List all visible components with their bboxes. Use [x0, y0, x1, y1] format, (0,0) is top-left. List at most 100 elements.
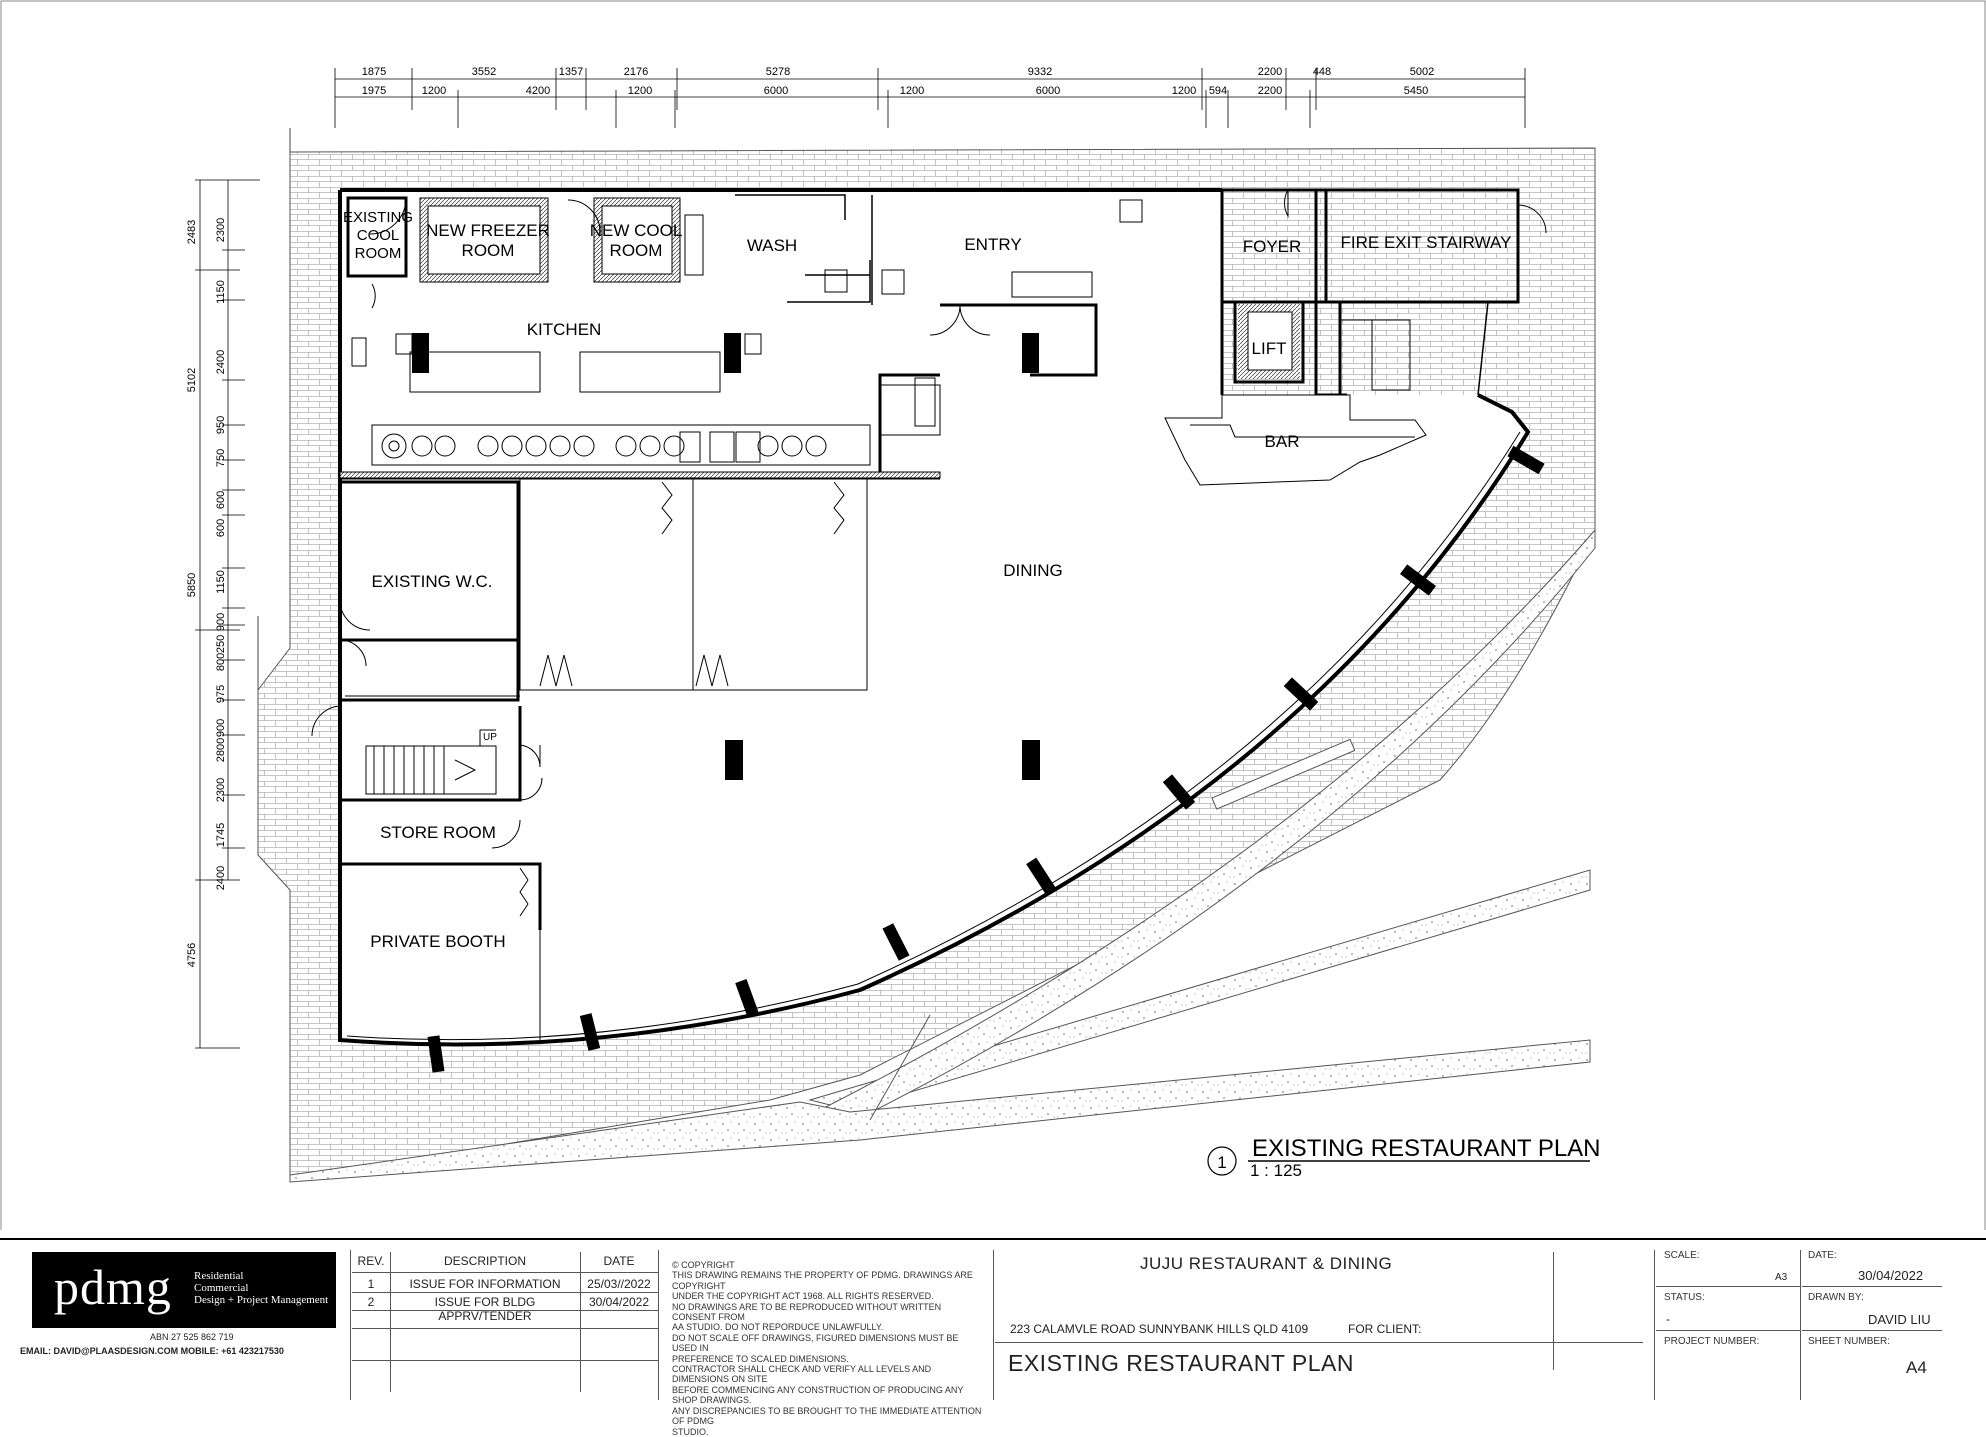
- company-logo: pdmg Residential Commercial Design + Pro…: [32, 1252, 336, 1328]
- room-label-dining: DINING: [1003, 561, 1063, 580]
- dim-top-inner: 6000: [1036, 85, 1060, 97]
- dim-left-inner: 600: [215, 519, 227, 537]
- dim-left-inner: 250: [215, 635, 227, 653]
- room-label-fire-exit-stairway: FIRE EXIT STAIRWAY: [1341, 233, 1512, 252]
- dim-left-inner: 800: [215, 653, 227, 671]
- dim-left-inner: 2400: [215, 350, 227, 374]
- dim-top-inner: 1200: [900, 85, 924, 97]
- dim-top-inner: 2200: [1258, 85, 1282, 97]
- dim-left-inner: 900: [215, 719, 227, 737]
- room-label-wash: WASH: [747, 236, 797, 255]
- room-label-bar: BAR: [1265, 432, 1300, 451]
- room-label-lift: LIFT: [1252, 339, 1287, 358]
- rev-header: REV.: [357, 1254, 385, 1268]
- dim-left-inner: 2300: [215, 778, 227, 802]
- dim-left-outer: 5850: [186, 573, 198, 597]
- dim-top-inner: 1200: [422, 85, 446, 97]
- dim-top-outer: 448: [1313, 66, 1331, 78]
- logo-wordmark: pdmg: [54, 1259, 172, 1315]
- dim-top-outer: 1357: [559, 66, 583, 78]
- dim-top-inner: 6000: [764, 85, 788, 97]
- status-value: -: [1666, 1312, 1670, 1326]
- existing-cool-room: [346, 196, 408, 278]
- date-value: 30/04/2022: [1858, 1268, 1924, 1283]
- drawing-title: EXISTING RESTAURANT PLAN: [1252, 1135, 1601, 1162]
- revision-description: ISSUE FOR BLDG APPRV/TENDER: [434, 1295, 536, 1323]
- room-label-store-room: STORE ROOM: [380, 823, 496, 842]
- dim-left-inner: 2300: [215, 218, 227, 242]
- concrete-strip: [808, 869, 1591, 1111]
- dim-top-outer: 2176: [624, 66, 648, 78]
- title-block: pdmg Residential Commercial Design + Pro…: [0, 1238, 1986, 1437]
- lift-car: [1247, 311, 1293, 371]
- drawing-scale: 1 : 125: [1250, 1161, 1302, 1180]
- scale-label: SCALE:: [1664, 1250, 1700, 1261]
- status-label: STATUS:: [1664, 1292, 1705, 1303]
- drawing-number-bubble: [1207, 1146, 1237, 1176]
- dim-top-inner: 5450: [1404, 85, 1428, 97]
- logo-tagline: Residential Commercial Design + Project …: [194, 1270, 329, 1306]
- dim-top-inner: 594: [1209, 85, 1227, 97]
- dimensions-left: [195, 179, 260, 1049]
- floor-plan: 1875 3552 1357 2176 5278 9332 2200 448 5…: [0, 0, 1986, 1230]
- dim-left-outer: 4756: [186, 943, 198, 967]
- sheet-number-label: SHEET NUMBER:: [1808, 1336, 1891, 1347]
- room-label-kitchen: KITCHEN: [527, 320, 602, 339]
- dim-left-inner: 950: [215, 416, 227, 434]
- room-label-foyer: FOYER: [1243, 237, 1302, 256]
- abn: ABN 27 525 862 719: [150, 1332, 234, 1342]
- drawn-by-label: DRAWN BY:: [1808, 1292, 1864, 1303]
- dim-top-inner: 1975: [362, 85, 386, 97]
- facade-columns: [427, 445, 1545, 1073]
- drawing-number: 1: [1217, 1153, 1226, 1172]
- revision-number: 1: [367, 1277, 375, 1291]
- dim-left-outer: 2483: [186, 220, 198, 244]
- drawn-by-value: DAVID LIU: [1868, 1312, 1931, 1327]
- revision-date: 30/04/2022: [588, 1295, 650, 1309]
- project-address: 223 CALAMVLE ROAD SUNNYBANK HILLS QLD 41…: [1010, 1322, 1309, 1336]
- dim-left-inner: 975: [215, 685, 227, 703]
- dim-top-outer: 9332: [1028, 66, 1052, 78]
- project-number-label: PROJECT NUMBER:: [1664, 1336, 1760, 1347]
- dim-left-inner: 1150: [215, 280, 227, 304]
- sheet-border: [0, 0, 1986, 1230]
- dim-top-inner: 4200: [526, 85, 550, 97]
- scale-value: A3: [1775, 1272, 1788, 1283]
- sheet-number-value: A4: [1906, 1358, 1927, 1377]
- dimensions-top: [334, 68, 1526, 128]
- project-name: JUJU RESTAURANT & DINING: [1140, 1254, 1393, 1273]
- dim-top-outer: 3552: [472, 66, 496, 78]
- dim-top-inner: 1200: [628, 85, 652, 97]
- dim-top-inner: 1200: [1172, 85, 1196, 97]
- dim-left-inner: 1150: [215, 570, 227, 594]
- room-label-entry: ENTRY: [964, 235, 1021, 254]
- dim-left-outer: 5102: [186, 368, 198, 392]
- dim-top-outer: 2200: [1258, 66, 1282, 78]
- sheet-title: EXISTING RESTAURANT PLAN: [1008, 1350, 1354, 1376]
- dim-top-outer: 5002: [1410, 66, 1434, 78]
- stair-up-label: UP: [483, 732, 497, 743]
- bar-counter: [1164, 394, 1427, 486]
- copyright-notice: © COPYRIGHT THIS DRAWING REMAINS THE PRO…: [672, 1260, 982, 1437]
- revision-description: ISSUE FOR INFORMATION: [409, 1277, 561, 1291]
- revision-number: 2: [367, 1295, 375, 1309]
- dim-left-inner: 600: [215, 491, 227, 509]
- stair: [365, 729, 497, 795]
- room-label-private-booth: PRIVATE BOOTH: [370, 932, 505, 951]
- dim-top-outer: 5278: [766, 66, 790, 78]
- room-label-existing-wc: EXISTING W.C.: [372, 572, 493, 591]
- revision-date: 25/03//2022: [587, 1277, 651, 1291]
- description-header: DESCRIPTION: [443, 1254, 526, 1268]
- dim-left-inner: 2400: [215, 866, 227, 890]
- date-header: DATE: [603, 1254, 635, 1268]
- date-label: DATE:: [1808, 1250, 1837, 1261]
- dim-top-outer: 1875: [362, 66, 386, 78]
- dim-left-inner: 2800: [215, 738, 227, 762]
- dim-left-inner: 750: [215, 449, 227, 467]
- dim-left-inner: 900: [215, 613, 227, 631]
- dim-left-inner: 1745: [215, 823, 227, 847]
